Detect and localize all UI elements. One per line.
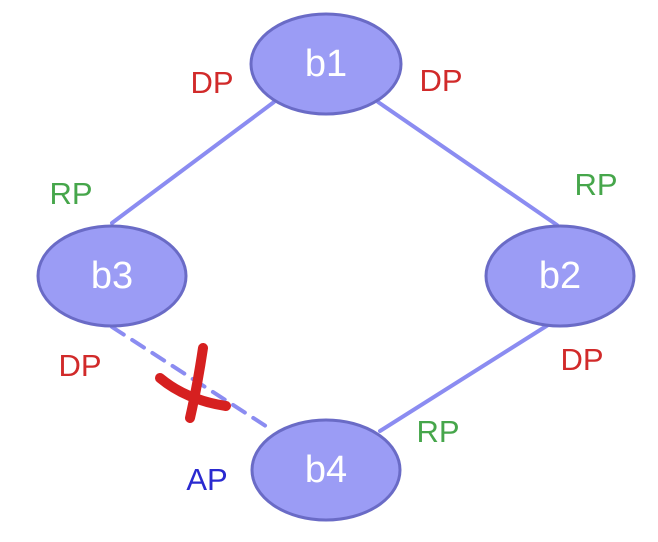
- port-label-b3-to-b4: DP: [58, 348, 101, 383]
- node-b2[interactable]: b2: [484, 224, 636, 328]
- port-label-b2-to-b4: DP: [560, 342, 603, 377]
- port-label-b2-to-b1: RP: [574, 167, 617, 202]
- port-label-b4-to-b3: AP: [186, 462, 227, 497]
- link-b2-b4: [378, 323, 550, 433]
- node-b3[interactable]: b3: [36, 224, 188, 328]
- port-label-b1-to-b2: DP: [419, 63, 462, 98]
- node-b2-label: b2: [539, 255, 581, 297]
- node-b4[interactable]: b4: [250, 418, 402, 522]
- link-b1-b3: [110, 100, 276, 225]
- x-mark-icon: [155, 343, 231, 423]
- port-label-b3-to-b1: RP: [49, 176, 92, 211]
- node-b4-label: b4: [305, 449, 347, 491]
- link-b1-b2: [376, 100, 559, 227]
- node-b1[interactable]: b1: [249, 12, 403, 116]
- port-label-b1-to-b3: DP: [190, 65, 233, 100]
- link-b3-b4-blocked: [110, 325, 274, 432]
- node-b1-label: b1: [305, 43, 347, 85]
- node-b3-label: b3: [91, 255, 133, 297]
- port-label-b4-to-b2: RP: [416, 414, 459, 449]
